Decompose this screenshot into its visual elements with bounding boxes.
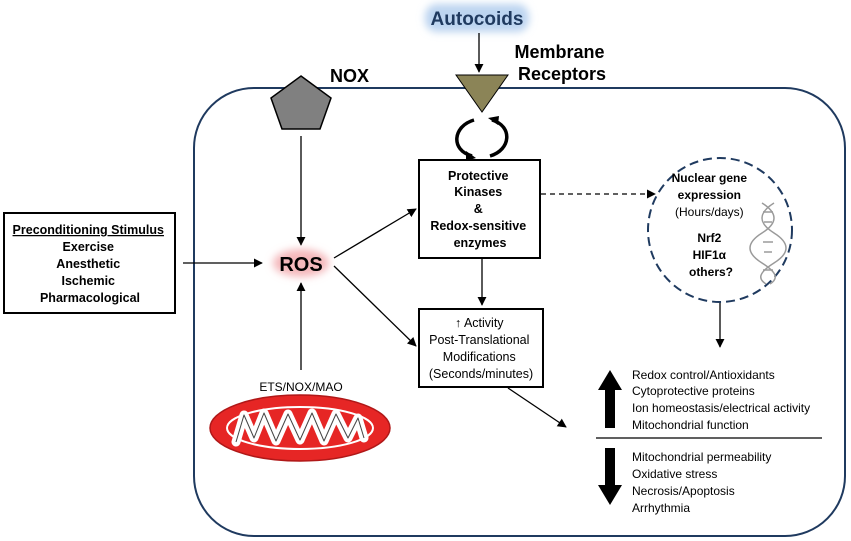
activity-line: Modifications — [443, 350, 516, 364]
autocoids-label: Autocoids — [431, 9, 524, 30]
nox-label: NOX — [330, 66, 369, 86]
down-outcome-item: Oxidative stress — [632, 467, 717, 481]
down-outcome-item: Necrosis/Apoptosis — [632, 484, 735, 498]
up-outcome-item: Mitochondrial function — [632, 418, 749, 432]
nucleus-circle — [647, 157, 793, 303]
ros-to-activity-arrow — [333, 265, 417, 347]
kinases-line: Protective — [448, 169, 508, 183]
membrane-receptors-line2: Receptors — [518, 64, 606, 84]
ros-group: ROS — [273, 249, 329, 277]
membrane-receptors-label: Membrane Receptors — [514, 42, 609, 84]
up-outcome-item: Cytoprotective proteins — [632, 384, 755, 398]
kinases-line: enzymes — [454, 236, 507, 250]
nox-pentagon — [270, 75, 332, 130]
nucleus-line: others? — [689, 265, 733, 279]
kinases-box — [418, 159, 541, 259]
mito-label: ETS/NOX/MAO — [259, 380, 342, 394]
cell-membrane — [193, 87, 846, 537]
preconditioning-item: Ischemic — [62, 274, 116, 288]
activity-text: ↑ Activity Post-Translational Modificati… — [429, 316, 533, 381]
activity-to-outcomes-arrow — [507, 387, 567, 428]
activity-line: (Seconds/minutes) — [429, 367, 533, 381]
preconditioning-text: Preconditioning Stimulus Exercise Anesth… — [13, 223, 168, 305]
nucleus-line: expression — [678, 188, 741, 202]
ros-to-kinases-arrow — [333, 208, 417, 259]
up-arrow-icon — [598, 370, 622, 428]
receptor-triangle — [455, 74, 509, 113]
dna-icon — [749, 202, 787, 285]
nucleus-line: Nuclear gene — [672, 171, 748, 185]
autocoids-glow — [425, 4, 529, 32]
kinases-text: Protective Kinases & Redox-sensitive enz… — [430, 169, 529, 250]
down-outcomes-list: Mitochondrial permeability Oxidative str… — [632, 450, 775, 515]
activity-line: ↑ Activity — [455, 316, 504, 330]
preconditioning-item: Anesthetic — [56, 257, 120, 271]
activity-box — [418, 308, 544, 388]
up-outcome-item: Redox control/Antioxidants — [632, 368, 775, 382]
kinases-line: Redox-sensitive — [430, 219, 526, 233]
nucleus-text: Nuclear gene expression (Hours/days) Nrf… — [672, 171, 751, 279]
activity-line: Post-Translational — [429, 333, 529, 347]
preconditioning-item: Pharmacological — [40, 291, 140, 305]
nucleus-line: HIF1α — [693, 248, 727, 262]
ros-label: ROS — [279, 254, 322, 276]
membrane-receptors-line1: Membrane — [514, 42, 604, 62]
nucleus-line: (Hours/days) — [675, 205, 744, 219]
down-outcome-item: Mitochondrial permeability — [632, 450, 771, 464]
autocoids-group: Autocoids — [425, 4, 529, 32]
kinases-line: Kinases — [454, 185, 502, 199]
down-outcome-item: Arrhythmia — [632, 501, 690, 515]
preconditioning-title: Preconditioning Stimulus — [13, 223, 164, 237]
kinases-line: & — [474, 202, 483, 216]
nucleus-line: Nrf2 — [697, 231, 721, 245]
mitochondrion-icon — [209, 394, 391, 462]
receptor-cycle-arrows-icon — [455, 116, 509, 161]
preconditioning-item: Exercise — [63, 240, 114, 254]
ros-glow — [273, 249, 329, 277]
up-outcome-item: Ion homeostasis/electrical activity — [632, 401, 810, 415]
up-outcomes-list: Redox control/Antioxidants Cytoprotectiv… — [632, 368, 813, 432]
down-arrow-icon — [598, 448, 622, 505]
preconditioning-box — [3, 212, 176, 314]
